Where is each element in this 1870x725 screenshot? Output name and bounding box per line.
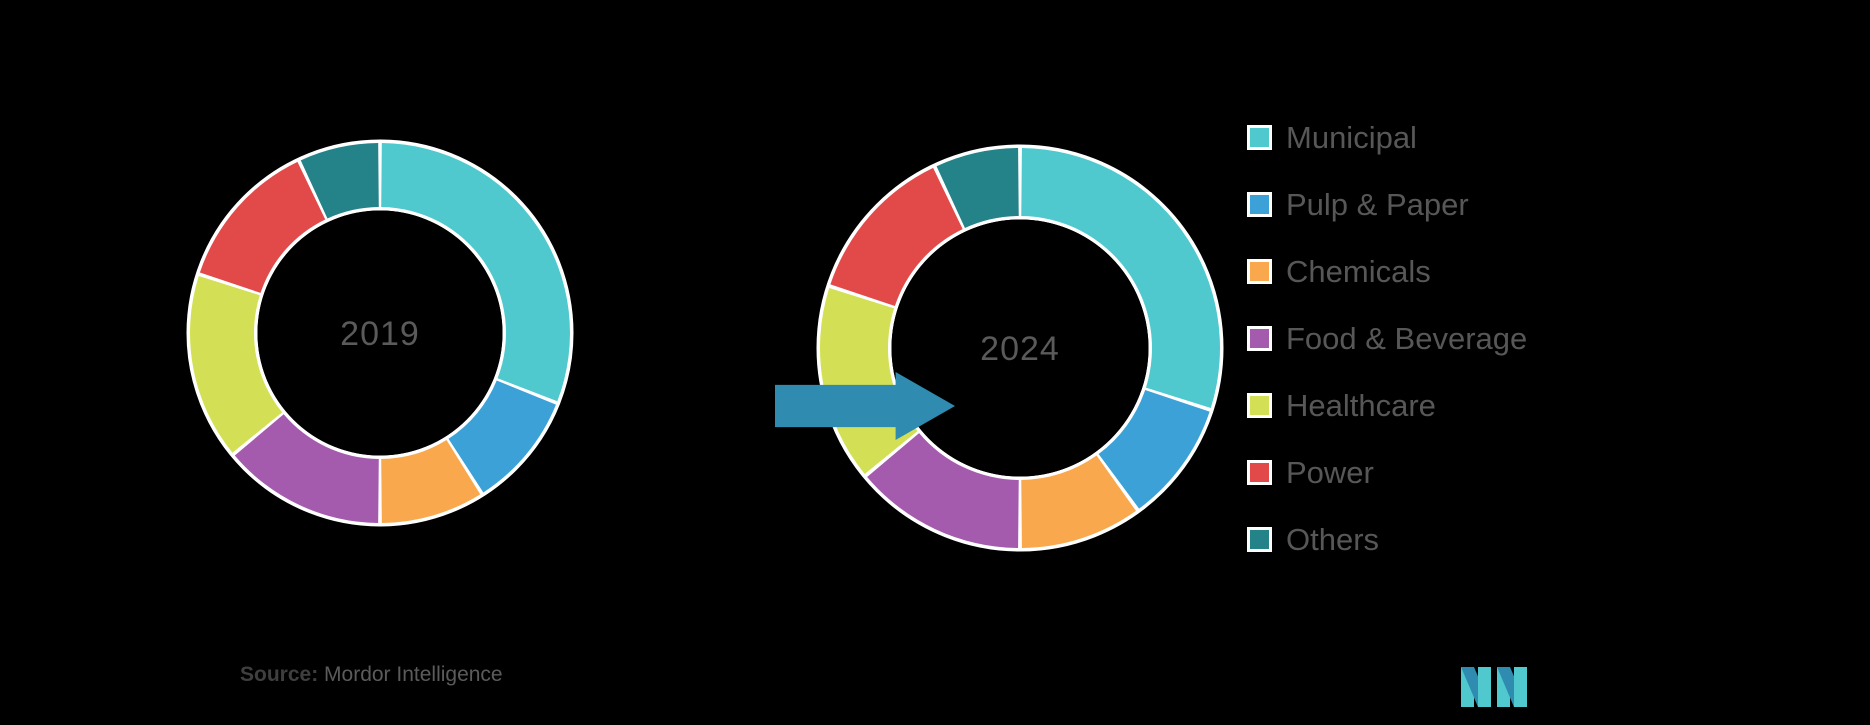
legend-item-others[interactable]: Others [1247,506,1847,573]
legend-swatch-color [1250,463,1269,482]
legend-swatch-color [1250,329,1269,348]
donut-slice-municipal[interactable]: Municipal: 30% [1021,148,1220,408]
legend-swatch-color [1250,530,1269,549]
donut-slice-municipal[interactable]: Municipal: 31% [381,143,571,402]
legend-item-label: Pulp & Paper [1286,186,1469,222]
legend-item-municipal[interactable]: Municipal [1247,104,1847,171]
donut-slice-healthcare[interactable]: Healthcare: 16% [820,288,918,474]
legend-item-pulp-paper[interactable]: Pulp & Paper [1247,171,1847,238]
legend-swatch-color [1250,195,1269,214]
legend-item-label: Chemicals [1286,253,1431,289]
legend-swatch-color [1250,396,1269,415]
source-label: Source: [240,663,319,686]
legend-item-label: Healthcare [1286,387,1436,423]
source-value: Mordor Intelligence [318,663,503,686]
legend-swatch-color [1250,262,1269,281]
donut-slice-healthcare[interactable]: Healthcare: 16% [189,276,283,453]
donut-center-label: 2019 [340,315,420,353]
donut-2019: Municipal: 31%Pulp & Paper: 10%Chemicals… [186,139,574,527]
donut-center-label: 2024 [980,330,1060,368]
legend-swatch [1247,259,1272,284]
donut-slice-others[interactable]: Others: 7% [936,148,1019,229]
legend-item-food-beverage[interactable]: Food & Beverage [1247,305,1847,372]
donut-2024: Municipal: 30%Pulp & Paper: 10%Chemicals… [816,144,1224,552]
donut-slice-food-beverage[interactable]: Food & Beverage: 14% [234,414,379,523]
donut-hole [891,219,1149,477]
legend-swatch [1247,125,1272,150]
donut-slice-chemicals[interactable]: Chemicals: 9% [381,440,481,523]
donut-slice-power[interactable]: Power: 13% [199,161,326,293]
mordor-intelligence-logo [1461,667,1527,707]
legend-swatch [1247,192,1272,217]
donut-slice-power[interactable]: Power: 13% [830,167,963,307]
legend-item-chemicals[interactable]: Chemicals [1247,238,1847,305]
donut-hole [257,210,503,456]
logo-shape-far-right-light [1514,667,1527,707]
legend-swatch [1247,393,1272,418]
legend-swatch [1247,460,1272,485]
legend-swatch [1247,326,1272,351]
donut-slice-chemicals[interactable]: Chemicals: 10% [1021,455,1136,548]
source-note: Source: Mordor Intelligence [240,663,503,687]
donut-slice-pulp-paper[interactable]: Pulp & Paper: 10% [448,380,556,493]
legend-item-label: Power [1286,454,1374,490]
legend-swatch-color [1250,128,1269,147]
legend-item-healthcare[interactable]: Healthcare [1247,372,1847,439]
donut-slice-food-beverage[interactable]: Food & Beverage: 14% [867,433,1019,548]
donut-slice-pulp-paper[interactable]: Pulp & Paper: 10% [1098,389,1210,509]
legend-item-label: Food & Beverage [1286,320,1528,356]
legend-item-label: Municipal [1286,119,1417,155]
logo-shape-mid-light [1478,667,1491,707]
transition-arrow [775,372,955,440]
legend-item-label: Others [1286,521,1380,557]
legend-swatch [1247,527,1272,552]
legend-item-power[interactable]: Power [1247,439,1847,506]
donut-slice-others[interactable]: Others: 7% [300,143,379,219]
